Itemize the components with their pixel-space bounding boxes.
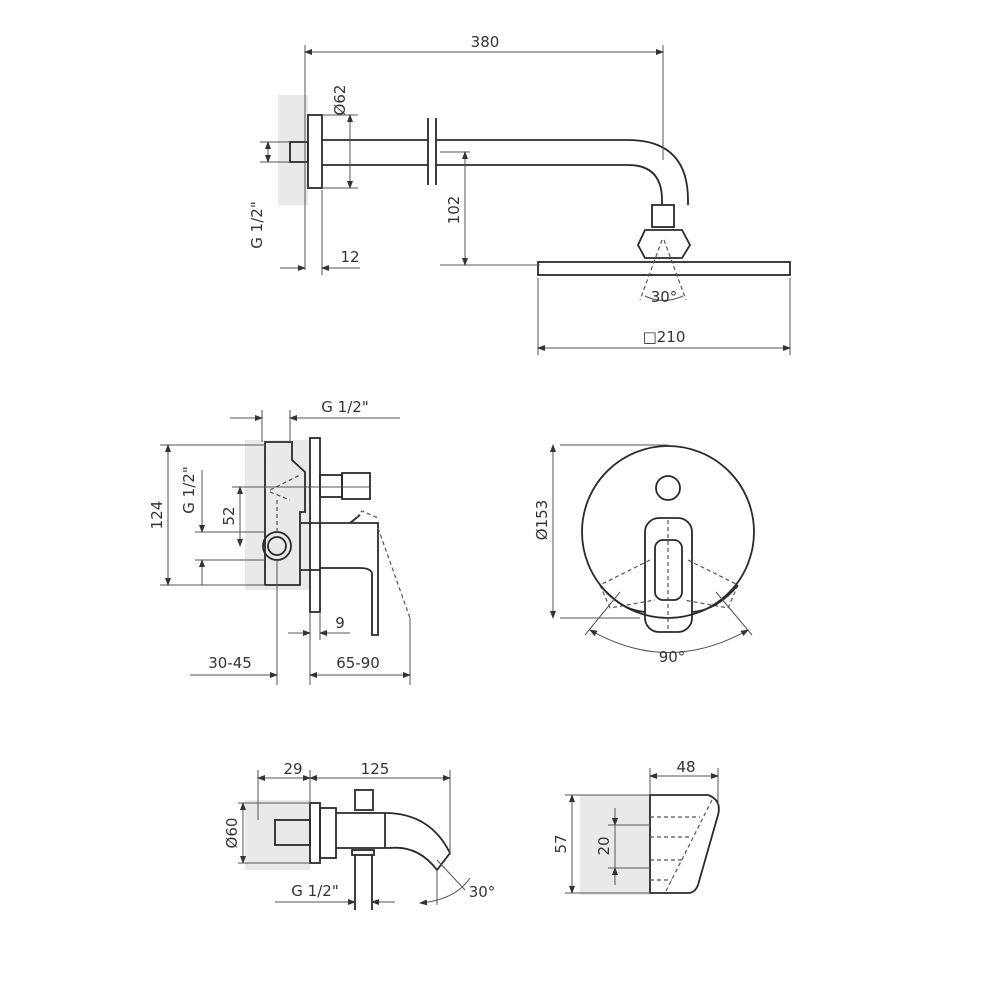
dim-offset: 52: [220, 506, 238, 525]
dim-flange-thickness: 12: [340, 248, 359, 266]
dim-spray-angle: 30°: [651, 288, 678, 306]
dim-holder-slot: 20: [595, 836, 613, 855]
dim-spout-length: 125: [361, 760, 390, 778]
dim-projection: 65-90: [336, 654, 380, 672]
dim-holder-height: 57: [552, 834, 570, 853]
mixer-front-view: Ø153 90°: [533, 444, 755, 666]
spout-view: 29 125 Ø60 G 1/2" 30°: [223, 760, 495, 910]
dim-thread-top: G 1/2": [321, 398, 368, 416]
mixer-side-view: G 1/2" 124 G 1/2" 52 9 30-45 65-90: [148, 398, 411, 685]
dim-thread-side: G 1/2": [180, 466, 198, 513]
dim-head-size: □210: [643, 328, 686, 346]
dim-drop: 102: [445, 196, 463, 225]
dim-outlet-angle: 30°: [469, 883, 496, 901]
dim-handle-rotation: 90°: [659, 648, 686, 666]
dim-flange-diameter: Ø62: [331, 85, 349, 116]
dim-thread: G 1/2": [248, 201, 266, 248]
dim-spout-thread: G 1/2": [291, 882, 338, 900]
holder-view: 48 57 20: [552, 758, 720, 895]
dim-height: 124: [148, 501, 166, 530]
dim-plate-thickness: 9: [335, 614, 345, 632]
dim-spout-flange-diameter: Ø60: [223, 818, 241, 849]
dim-holder-depth: 48: [676, 758, 695, 776]
dim-spout-flange-depth: 29: [283, 760, 302, 778]
dim-arm-length: 380: [471, 33, 500, 51]
dim-install-depth: 30-45: [208, 654, 252, 672]
shower-arm-view: 380 Ø62 G 1/2" 12 102 30° □210: [248, 33, 791, 355]
dim-front-diameter: Ø153: [533, 500, 551, 540]
